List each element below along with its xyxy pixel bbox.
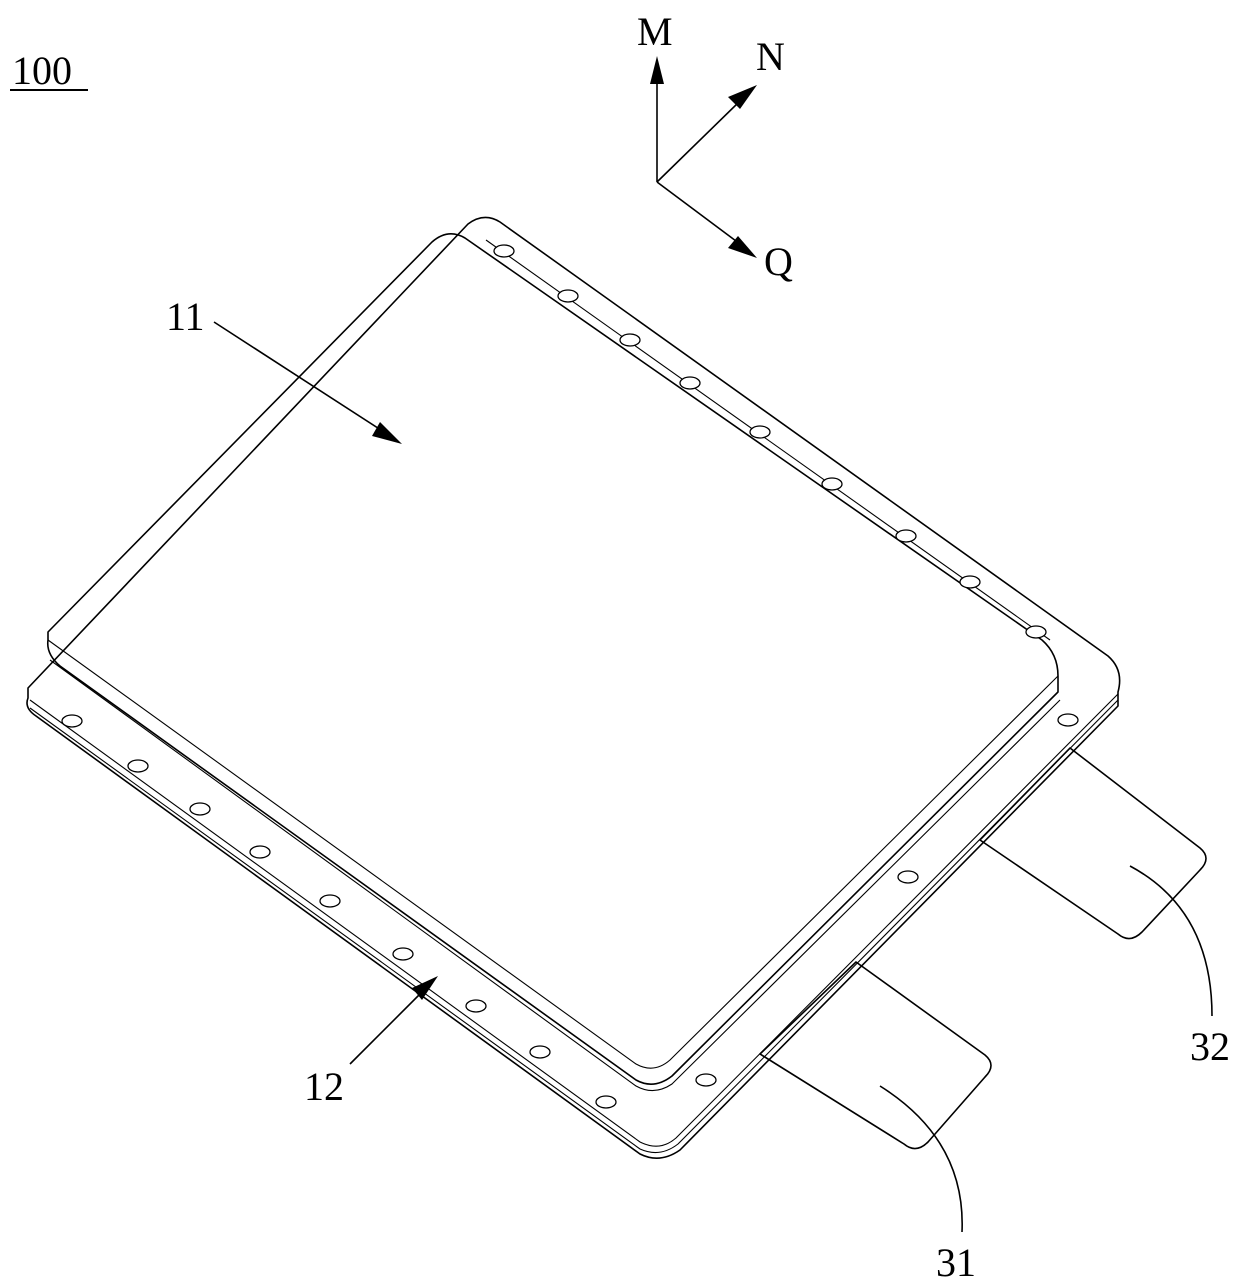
figure-number-text: 100: [12, 48, 72, 93]
callout-12-label: 12: [304, 1064, 344, 1109]
mounting-hole: [821, 477, 843, 491]
leader-12-line: [349, 989, 425, 1065]
cover-plate: [46, 233, 1061, 1092]
mounting-hole: [749, 425, 771, 439]
axis-q-arrowhead: [728, 236, 757, 258]
mounting-hole: [529, 1045, 551, 1059]
axis-m-label: M: [637, 9, 673, 54]
axis-n-label: N: [756, 34, 785, 79]
callout-31-label: 31: [936, 1240, 976, 1285]
tab-31-outline: [759, 961, 992, 1150]
mounting-hole: [557, 289, 579, 303]
axis-n-line: [656, 100, 741, 183]
mounting-hole: [465, 999, 487, 1013]
cover-plate-top-edge: [47, 639, 1059, 1069]
leader-11-line: [213, 321, 385, 433]
leader-12-arrowhead: [412, 976, 438, 1000]
mounting-hole: [189, 802, 211, 816]
callout-11: 11: [166, 294, 402, 444]
callout-32: 32: [1129, 865, 1230, 1069]
leader-31-line: [879, 1085, 963, 1233]
callout-31: 31: [879, 1085, 976, 1285]
mounting-hole: [493, 244, 515, 258]
base-plate-edge-line-1: [29, 693, 1119, 1147]
callout-11-label: 11: [166, 294, 205, 339]
mounting-hole: [959, 575, 981, 589]
cover-plate-outline: [46, 233, 1059, 1085]
base-plate: [26, 216, 1121, 1159]
tab-31: [759, 961, 992, 1150]
leader-11-arrowhead: [372, 422, 402, 444]
mounting-hole: [695, 1073, 717, 1087]
tab-32-outline: [979, 747, 1207, 940]
callout-32-label: 32: [1190, 1024, 1230, 1069]
base-plate-edge-line-2: [29, 699, 1119, 1154]
axis-m-arrowhead: [650, 56, 664, 84]
mounting-hole: [1057, 713, 1079, 727]
holes-front-edge: [61, 714, 617, 1109]
tab-32: [979, 747, 1207, 940]
figure-number: 100: [10, 48, 88, 93]
mounting-hole: [392, 947, 414, 961]
leader-32-line: [1129, 865, 1213, 1017]
axis-q-label: Q: [764, 239, 793, 284]
mounting-hole: [619, 333, 641, 347]
axis-q-line: [656, 181, 741, 245]
cover-back-step-line: [485, 239, 1051, 641]
mounting-hole: [679, 376, 701, 390]
axis-n-arrowhead: [728, 85, 757, 109]
mounting-hole: [127, 759, 149, 773]
mounting-hole: [895, 529, 917, 543]
coordinate-axes: M N Q: [637, 9, 793, 284]
mounting-hole: [1025, 625, 1047, 639]
mounting-hole: [61, 714, 83, 728]
mounting-hole: [595, 1095, 617, 1109]
mounting-hole: [319, 894, 341, 908]
holes-right-edge: [695, 713, 1079, 1087]
cover-step-line: [49, 659, 1061, 1092]
mounting-hole: [249, 845, 271, 859]
callout-12: 12: [304, 976, 438, 1109]
holes-back-edge: [493, 244, 1047, 639]
base-plate-outline: [26, 216, 1121, 1159]
mounting-hole: [897, 870, 919, 884]
